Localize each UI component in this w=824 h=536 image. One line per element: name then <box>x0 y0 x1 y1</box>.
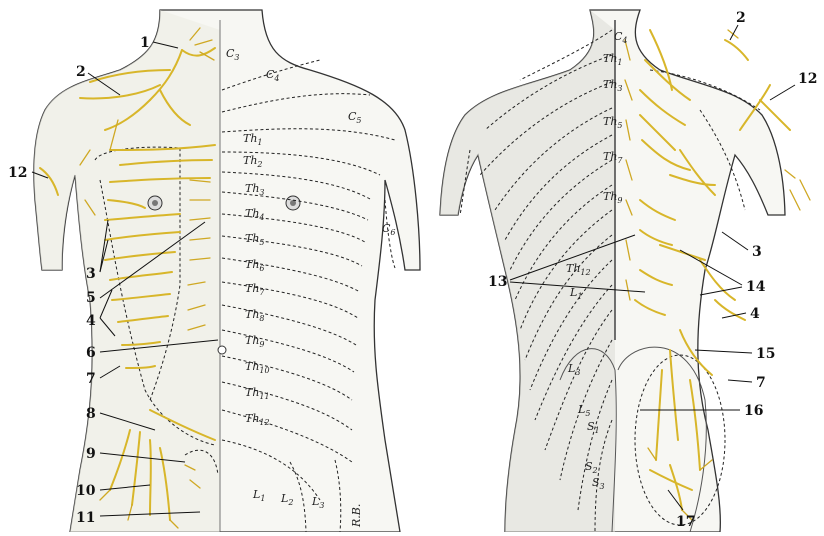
back-callout-2: 2 <box>736 10 746 26</box>
front-left-areola <box>152 200 158 206</box>
front-callout-2: 2 <box>76 64 86 80</box>
front-shaded-half <box>34 10 220 532</box>
front-view: C3 C4 C5 C6 Th1 Th2 Th3 Th4 Th5 Th6 Th7 … <box>8 10 420 532</box>
front-callout-11: 11 <box>76 510 95 526</box>
front-callout-3: 3 <box>86 266 96 282</box>
front-callout-6: 6 <box>86 345 96 361</box>
front-callout-8: 8 <box>86 406 96 422</box>
front-callout-7: 7 <box>86 371 96 387</box>
umbilicus <box>218 346 226 354</box>
front-callout-4: 4 <box>86 313 96 329</box>
back-callout-16: 16 <box>744 403 763 419</box>
back-callout-7: 7 <box>756 375 766 391</box>
front-callout-5: 5 <box>86 290 96 306</box>
front-seg-c6: C6 <box>382 222 396 237</box>
front-callout-9: 9 <box>86 446 96 462</box>
back-callout-17: 17 <box>676 514 695 530</box>
back-callout-13: 13 <box>488 274 507 290</box>
back-callout-4: 4 <box>750 306 760 322</box>
back-callout-15: 15 <box>756 346 775 362</box>
back-callout-14: 14 <box>746 279 766 295</box>
front-callout-1: 1 <box>140 35 150 51</box>
front-callout-10: 10 <box>76 483 96 499</box>
front-callout-12: 12 <box>8 165 27 181</box>
back-callout-3: 3 <box>752 244 762 260</box>
back-callout-12: 12 <box>798 71 817 87</box>
artist-signature: R.B. <box>350 504 363 528</box>
back-view: C4 Th1 Th3 Th5 Th7 Th9 Th12 L1 L3 L5 S1 … <box>440 10 817 532</box>
